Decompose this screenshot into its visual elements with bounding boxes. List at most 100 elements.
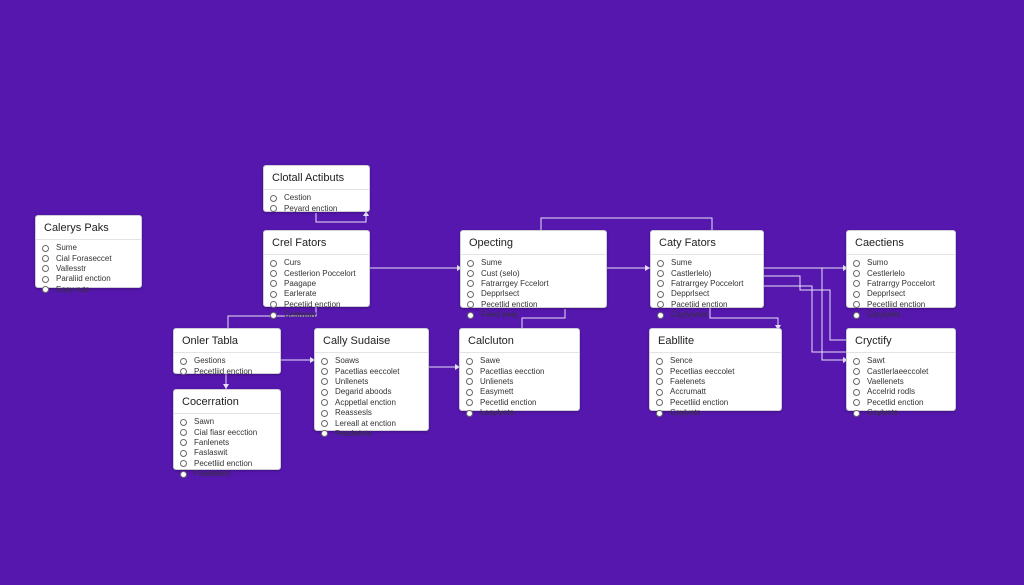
node-field-row[interactable]: Easy ruts — [36, 285, 141, 295]
node-field-row[interactable]: Pacetlias eeccolet — [315, 366, 428, 376]
node-field-row[interactable]: Sawn — [174, 417, 280, 427]
node-field-row[interactable]: Cealwaly — [264, 310, 369, 320]
radio-icon[interactable] — [657, 259, 664, 267]
node-field-row[interactable]: Degarid aboods — [315, 387, 428, 397]
radio-icon[interactable] — [321, 357, 328, 365]
radio-icon[interactable] — [657, 280, 664, 288]
radio-icon[interactable] — [180, 418, 187, 426]
node-field-row[interactable]: Feadwiets — [315, 429, 428, 439]
node-field-row[interactable]: Pecetliid enction — [847, 300, 955, 310]
radio-icon[interactable] — [853, 270, 860, 278]
node-field-row[interactable]: Pecetlid enction — [460, 398, 579, 408]
radio-icon[interactable] — [270, 301, 277, 309]
node-field-row[interactable]: Cust (selo) — [461, 268, 606, 278]
radio-icon[interactable] — [180, 368, 187, 376]
radio-icon[interactable] — [656, 399, 663, 407]
radio-icon[interactable] — [270, 311, 277, 319]
radio-icon[interactable] — [853, 259, 860, 267]
radio-icon[interactable] — [656, 368, 663, 376]
node-field-row[interactable]: Caylyets — [847, 408, 955, 418]
radio-icon[interactable] — [853, 311, 860, 319]
radio-icon[interactable] — [467, 280, 474, 288]
node-field-row[interactable]: Depprlsect — [651, 289, 763, 299]
radio-icon[interactable] — [270, 205, 277, 213]
node-field-row[interactable]: Reassesls — [315, 408, 428, 418]
node-field-row[interactable]: Pecetlid enction — [461, 300, 606, 310]
radio-icon[interactable] — [657, 311, 664, 319]
radio-icon[interactable] — [180, 460, 187, 468]
node-field-row[interactable]: Faslaswit — [174, 448, 280, 458]
radio-icon[interactable] — [467, 311, 474, 319]
node-field-row[interactable]: Castlerlelo) — [651, 268, 763, 278]
node-field-row[interactable]: Depprlsect — [847, 289, 955, 299]
node-field-row[interactable]: Fatrarrgy Poccelort — [847, 279, 955, 289]
node-field-row[interactable]: Pacetlias eecction — [460, 366, 579, 376]
radio-icon[interactable] — [853, 280, 860, 288]
radio-icon[interactable] — [853, 290, 860, 298]
radio-icon[interactable] — [657, 301, 664, 309]
node-field-row[interactable]: Peyard enction — [264, 203, 369, 213]
node-field-row[interactable]: Leaylyets — [460, 408, 579, 418]
node-field-row[interactable]: Pecetliid enction — [650, 398, 781, 408]
radio-icon[interactable] — [466, 409, 473, 417]
radio-icon[interactable] — [180, 470, 187, 478]
node-field-row[interactable]: Cial fiasr eecction — [174, 427, 280, 437]
radio-icon[interactable] — [853, 378, 860, 386]
node-field-row[interactable]: Cestlerion Poccelort — [264, 268, 369, 278]
radio-icon[interactable] — [466, 357, 473, 365]
radio-icon[interactable] — [467, 259, 474, 267]
radio-icon[interactable] — [321, 378, 328, 386]
radio-icon[interactable] — [270, 194, 277, 202]
node-field-row[interactable]: Sume — [461, 258, 606, 268]
node-field-row[interactable]: Lereall at enction — [315, 418, 428, 428]
node-field-row[interactable]: Sume — [651, 258, 763, 268]
node-field-row[interactable]: Feadwiets — [174, 469, 280, 479]
radio-icon[interactable] — [657, 290, 664, 298]
radio-icon[interactable] — [42, 265, 49, 273]
radio-icon[interactable] — [270, 259, 277, 267]
radio-icon[interactable] — [270, 270, 277, 278]
radio-icon[interactable] — [42, 255, 49, 263]
radio-icon[interactable] — [466, 388, 473, 396]
node-field-row[interactable]: Carylyets — [847, 310, 955, 320]
node-field-row[interactable]: Easymett — [460, 387, 579, 397]
radio-icon[interactable] — [466, 378, 473, 386]
node-field-row[interactable]: Depprlsect — [461, 289, 606, 299]
node-field-row[interactable]: Feed weiy — [461, 310, 606, 320]
node-field-row[interactable]: Earlerate — [264, 289, 369, 299]
node-field-row[interactable]: Pecetliid enction — [174, 366, 280, 376]
radio-icon[interactable] — [656, 388, 663, 396]
node-field-row[interactable]: Cestlerlelo — [847, 268, 955, 278]
node-field-row[interactable]: Sence — [650, 356, 781, 366]
radio-icon[interactable] — [321, 368, 328, 376]
radio-icon[interactable] — [853, 357, 860, 365]
node-field-row[interactable]: Acppetlal enction — [315, 398, 428, 408]
radio-icon[interactable] — [42, 275, 49, 283]
node-field-row[interactable]: Cestion — [264, 193, 369, 203]
node-field-row[interactable]: Pecetlid enction — [847, 398, 955, 408]
node-field-row[interactable]: Vallesstr — [36, 264, 141, 274]
radio-icon[interactable] — [180, 429, 187, 437]
node-field-row[interactable]: Pacetiid enction — [651, 300, 763, 310]
radio-icon[interactable] — [321, 430, 328, 438]
node-field-row[interactable]: Soaws — [315, 356, 428, 366]
node-field-row[interactable]: Caylyets — [650, 408, 781, 418]
node-field-row[interactable]: Fatrarrgey Fccelort — [461, 279, 606, 289]
node-field-row[interactable]: Unlienets — [460, 377, 579, 387]
radio-icon[interactable] — [657, 270, 664, 278]
radio-icon[interactable] — [853, 388, 860, 396]
radio-icon[interactable] — [321, 388, 328, 396]
radio-icon[interactable] — [467, 290, 474, 298]
radio-icon[interactable] — [270, 280, 277, 288]
